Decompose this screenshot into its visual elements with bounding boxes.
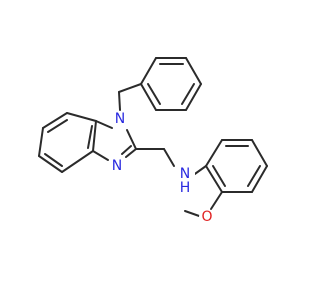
bond [42, 112, 68, 129]
label-background [175, 168, 195, 190]
ch2-nh-bond [163, 148, 175, 167]
atom-n3-label: N [112, 158, 122, 174]
double-bond-inner [181, 83, 195, 105]
atom-nh-label: N [180, 166, 190, 182]
atom-n3: N [109, 158, 125, 174]
bond [61, 150, 94, 173]
aryl-oxygen-bond [210, 191, 223, 210]
bond [251, 139, 268, 167]
atom-n1-label: N [115, 111, 125, 127]
double-bond-inner [247, 165, 261, 187]
bond [185, 57, 202, 85]
atom-o-label: O [201, 209, 212, 225]
double-bond-inner [47, 119, 68, 133]
atom-nh: N H [175, 166, 195, 196]
label-background [109, 158, 125, 174]
double-bond-inner [44, 153, 63, 167]
fused-benzene-ring [38, 112, 97, 173]
atom-h-label: H [180, 180, 191, 196]
bond [125, 148, 137, 158]
bond [95, 120, 113, 129]
label-background [199, 209, 215, 225]
atom-n1: N [112, 111, 128, 127]
bond [92, 120, 97, 152]
bond [140, 83, 157, 111]
double-bond-inner [212, 165, 226, 187]
bond [185, 83, 202, 111]
bond [38, 155, 63, 173]
bond [66, 112, 97, 122]
bond [126, 129, 137, 150]
bond [38, 127, 44, 157]
bond [140, 57, 157, 85]
double-bond-inner [87, 125, 93, 149]
bond [251, 165, 268, 193]
double-bond-inner [147, 83, 161, 105]
atom-o: O [199, 209, 215, 225]
imidazole-ring [92, 120, 137, 161]
bond [205, 139, 223, 167]
methoxyphenyl-ring [191, 139, 268, 193]
bond [92, 150, 109, 161]
benzyl-ch2-bond [118, 83, 142, 93]
molecule-structure: N N N H O [38, 57, 268, 225]
bond [205, 165, 223, 193]
n1-ch2-bond [118, 91, 121, 111]
double-bond-inner [121, 145, 132, 155]
label-background [112, 111, 128, 127]
benzyl-phenyl-ring [140, 57, 202, 111]
